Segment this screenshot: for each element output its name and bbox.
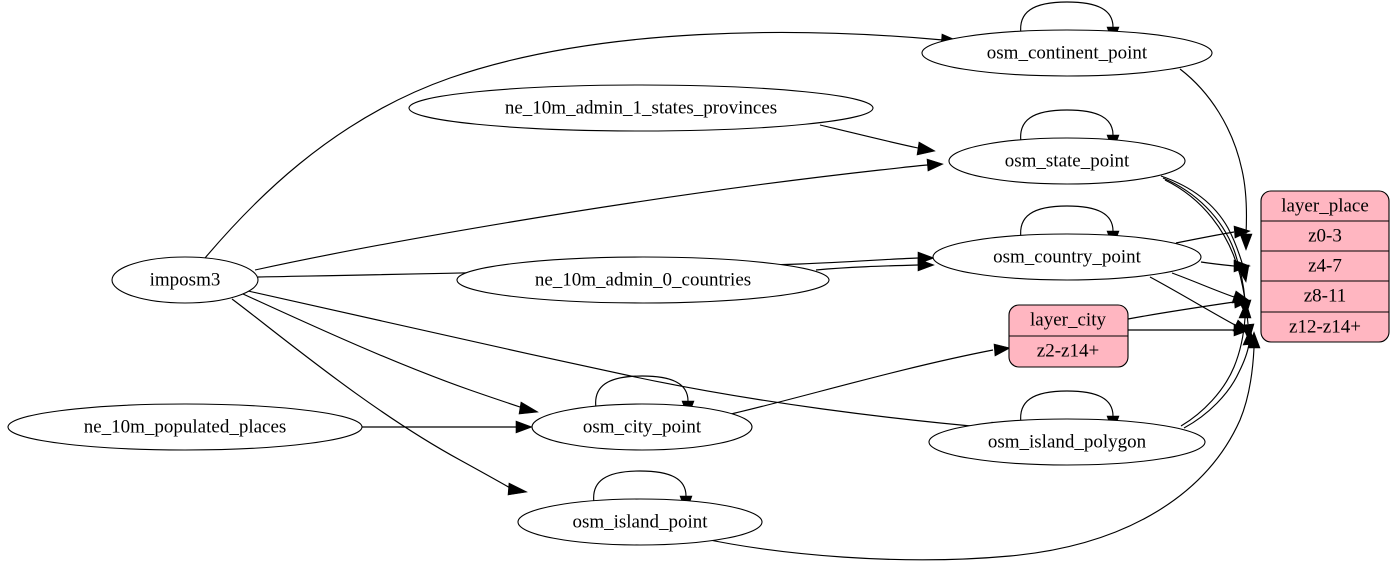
record-layer-city-title: layer_city xyxy=(1030,309,1106,330)
node-osm-state-point-label: osm_state_point xyxy=(1005,150,1130,171)
node-layer: imposm3 ne_10m_admin_1_states_provinces … xyxy=(7,29,1390,546)
edge-osm-state-point-to-layer-place-z8-11 xyxy=(1162,177,1246,301)
node-osm-island-point[interactable]: osm_island_point xyxy=(517,498,763,546)
edge-imposm3-to-osm-island-point xyxy=(231,298,513,490)
edge-ne-countries-to-osm-country-point xyxy=(815,264,919,271)
node-osm-city-point-label: osm_city_point xyxy=(583,416,702,437)
node-osm-continent-point[interactable]: osm_continent_point xyxy=(921,29,1213,77)
record-layer-place-row-z12-z14[interactable]: z12-z14+ xyxy=(1289,316,1361,337)
edge-imposm3-to-osm-state-point xyxy=(254,164,929,271)
edge-osm-state-point-to-layer-place-z4-7 xyxy=(1160,175,1244,267)
edge-osm-city-point-self-loop xyxy=(595,375,689,409)
edge-osm-island-polygon-self-loop xyxy=(1020,390,1114,424)
edge-osm-country-point-to-layer-place-z12-z14 xyxy=(1149,276,1236,326)
record-layer-place-row-z4-7[interactable]: z4-7 xyxy=(1308,255,1342,276)
node-imposm3[interactable]: imposm3 xyxy=(111,256,259,304)
node-osm-state-point[interactable]: osm_state_point xyxy=(948,137,1186,185)
edge-osm-island-polygon-to-layer-place-z12-z14 xyxy=(1183,343,1250,429)
record-layer-city-row-z2-z14[interactable]: z2-z14+ xyxy=(1037,340,1099,361)
node-ne-10m-admin-1-states-provinces[interactable]: ne_10m_admin_1_states_provinces xyxy=(408,84,874,132)
edge-osm-country-point-to-layer-place-z8-11 xyxy=(1171,272,1235,298)
edge-osm-country-point-to-layer-place-z4-7 xyxy=(1200,261,1235,267)
record-layer-city[interactable]: layer_city z2-z14+ xyxy=(1008,304,1129,368)
edge-osm-island-point-self-loop xyxy=(593,470,687,504)
edge-osm-continent-point-to-layer-place-z0-3 xyxy=(1179,68,1248,235)
node-ne-10m-admin-0-countries[interactable]: ne_10m_admin_0_countries xyxy=(456,256,830,304)
edge-ne-states-to-osm-state-point xyxy=(819,124,919,149)
node-osm-country-point[interactable]: osm_country_point xyxy=(932,233,1202,281)
record-layer-place[interactable]: layer_place z0-3 z4-7 z8-11 z12-z14+ xyxy=(1260,190,1390,343)
edge-osm-island-point-to-layer-place-z12-z14 xyxy=(699,347,1255,561)
edge-imposm3-to-osm-continent-point xyxy=(204,31,944,259)
record-layer-place-title: layer_place xyxy=(1281,195,1369,216)
node-ne-states-label: ne_10m_admin_1_states_provinces xyxy=(505,97,777,118)
edge-imposm3-to-osm-island-polygon xyxy=(247,290,994,429)
edge-imposm3-to-osm-city-point xyxy=(242,293,524,409)
edge-osm-city-point-to-layer-city xyxy=(730,349,994,415)
edge-layer xyxy=(204,1,1261,561)
node-osm-island-point-label: osm_island_point xyxy=(572,511,708,532)
edge-osm-island-polygon-to-layer-place-z8-11 xyxy=(1180,317,1246,427)
edge-osm-state-point-self-loop xyxy=(1020,109,1114,143)
node-osm-country-point-label: osm_country_point xyxy=(993,246,1141,267)
node-ne-populated-label: ne_10m_populated_places xyxy=(84,416,287,437)
record-layer-place-row-z8-11[interactable]: z8-11 xyxy=(1304,285,1347,306)
edge-osm-country-point-to-layer-place-z0-3 xyxy=(1175,231,1235,244)
edge-layer-city-to-layer-place-z8-11 xyxy=(1127,301,1235,320)
node-imposm3-label: imposm3 xyxy=(150,269,221,290)
node-ne-countries-label: ne_10m_admin_0_countries xyxy=(535,269,751,290)
record-layer-place-row-z0-3[interactable]: z0-3 xyxy=(1308,225,1342,246)
node-ne-10m-populated-places[interactable]: ne_10m_populated_places xyxy=(7,403,363,451)
edge-osm-continent-point-self-loop xyxy=(1020,1,1114,35)
node-osm-city-point[interactable]: osm_city_point xyxy=(531,403,753,451)
node-osm-island-polygon-label: osm_island_polygon xyxy=(988,431,1147,452)
node-osm-island-polygon[interactable]: osm_island_polygon xyxy=(928,418,1206,466)
node-osm-continent-point-label: osm_continent_point xyxy=(987,42,1148,63)
edge-osm-country-point-self-loop xyxy=(1020,205,1114,239)
